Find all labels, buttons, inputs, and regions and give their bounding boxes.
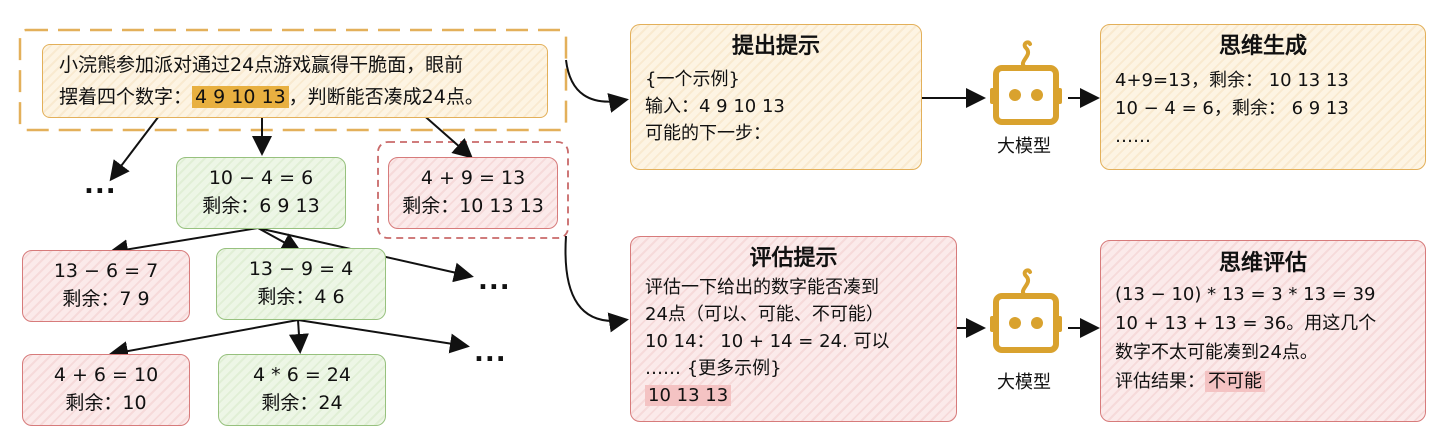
value-prompt-title: 评估提示 bbox=[749, 246, 838, 271]
generation-line: 10 − 4 = 6，剩余： 6 9 13 bbox=[1115, 98, 1349, 119]
ellipsis-mid: ... bbox=[478, 266, 511, 296]
node-13-minus-6: 13 − 6 = 7 剩余：7 9 bbox=[22, 250, 190, 322]
evaluation-line: 数字不太可能凑到24点。 bbox=[1115, 342, 1318, 363]
model-label-bottom: 大模型 bbox=[997, 372, 1051, 393]
node-4-plus-9: 4 + 9 = 13 剩余：10 13 13 bbox=[388, 157, 558, 229]
problem-line1: 小浣熊参加派对通过24点游戏赢得干脆面，眼前 bbox=[59, 54, 464, 76]
propose-line: 可能的下一步： bbox=[645, 123, 771, 144]
problem-numbers-highlight: 4 9 10 13 bbox=[192, 86, 289, 108]
value-line: …… {更多示例} bbox=[645, 358, 782, 379]
thought-evaluation-box: 思维评估 (13 − 10) * 13 = 3 * 13 = 39 10 + 1… bbox=[1100, 240, 1426, 422]
value-line: 10 14： 10 + 14 = 24. 可以 bbox=[645, 331, 890, 352]
ellipsis-bottom: ... bbox=[474, 338, 507, 368]
model-label-top: 大模型 bbox=[997, 136, 1051, 157]
node-4-plus-6: 4 + 6 = 10 剩余：10 bbox=[22, 354, 190, 426]
evaluation-result: 评估结果：不可能 bbox=[1115, 367, 1411, 396]
thought-generation-box: 思维生成 4+9=13，剩余： 10 13 13 10 − 4 = 6，剩余： … bbox=[1100, 24, 1426, 170]
node-13-minus-9: 13 − 9 = 4 剩余：4 6 bbox=[216, 248, 386, 320]
value-line: 24点（可以、可能、不可能） bbox=[645, 304, 884, 325]
problem-dashed-frame bbox=[18, 28, 568, 132]
thought-generation-title: 思维生成 bbox=[1218, 34, 1307, 59]
node-10-minus-4: 10 − 4 = 6 剩余：6 9 13 bbox=[176, 157, 346, 229]
evaluation-line: (13 − 10) * 13 = 3 * 13 = 39 bbox=[1115, 284, 1376, 305]
problem-line2: 摆着四个数字：4 9 10 13，判断能否凑成24点。 bbox=[59, 86, 484, 108]
ellipsis-left-top: ... bbox=[84, 170, 117, 200]
node-4-times-6: 4 * 6 = 24 剩余：24 bbox=[218, 354, 386, 426]
propose-line: 输入：4 9 10 13 bbox=[645, 96, 785, 117]
propose-prompt-box: 提出提示 {一个示例} 输入：4 9 10 13 可能的下一步： bbox=[630, 24, 922, 170]
value-prompt-box: 评估提示 评估一下给出的数字能否凑到 24点（可以、可能、不可能） 10 14：… bbox=[630, 236, 957, 422]
problem-box: 小浣熊参加派对通过24点游戏赢得干脆面，眼前 摆着四个数字：4 9 10 13，… bbox=[42, 44, 548, 118]
value-input-highlight: 10 13 13 bbox=[645, 385, 732, 406]
robot-icon bbox=[990, 268, 1062, 353]
value-line: 评估一下给出的数字能否凑到 bbox=[645, 277, 879, 298]
robot-icon bbox=[990, 40, 1062, 125]
generation-line: …… bbox=[1115, 126, 1151, 147]
generation-line: 4+9=13，剩余： 10 13 13 bbox=[1115, 70, 1349, 91]
propose-prompt-title: 提出提示 bbox=[731, 34, 820, 59]
thought-evaluation-title: 思维评估 bbox=[1218, 251, 1307, 276]
evaluation-line: 10 + 13 + 13 = 36。用这几个 bbox=[1115, 313, 1377, 334]
propose-line: {一个示例} bbox=[645, 69, 740, 90]
evaluation-result-highlight: 不可能 bbox=[1205, 371, 1265, 392]
